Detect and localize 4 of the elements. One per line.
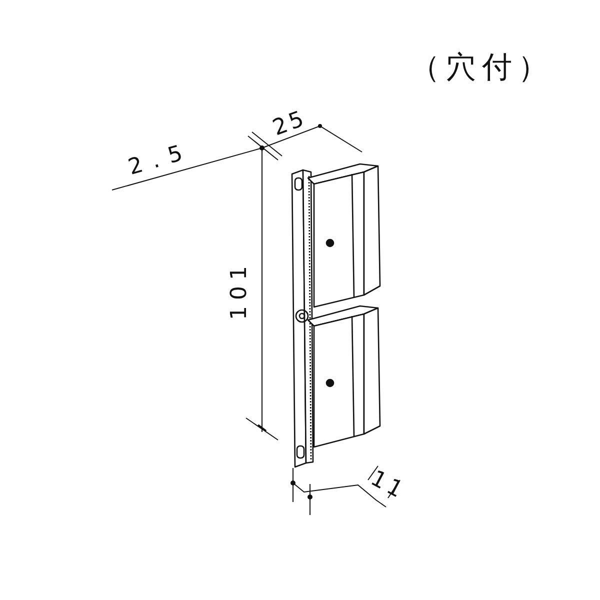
dimension-text: 2.5: [126, 140, 194, 180]
dimension-text: 101: [229, 260, 251, 320]
dimension-text: 25: [270, 108, 310, 140]
title-text: （穴付）: [410, 53, 554, 83]
